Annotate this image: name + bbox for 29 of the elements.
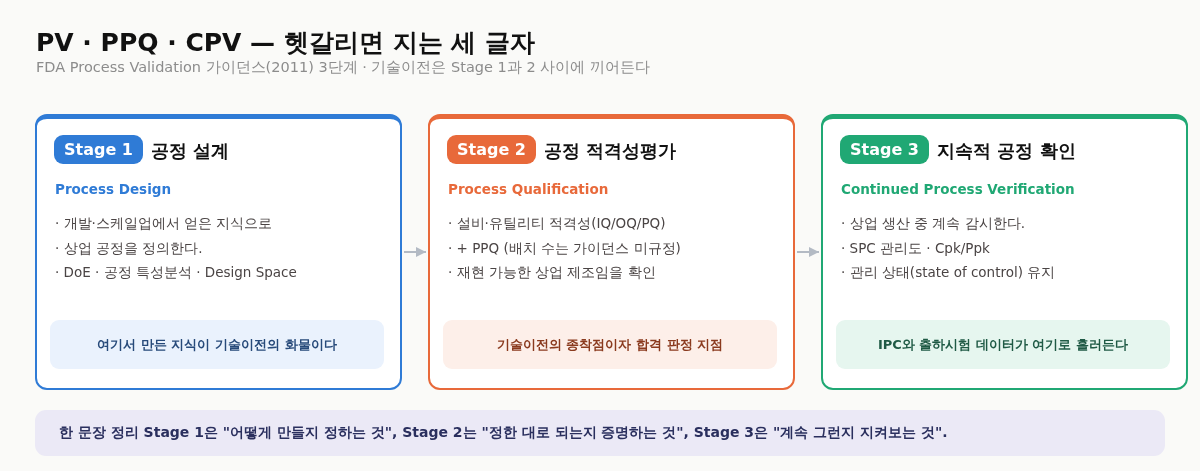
stage-badge: Stage 2	[447, 135, 536, 164]
bullet-item: · 상업 생산 중 계속 감시한다.	[841, 215, 1026, 233]
bullet-item: · 설비·유틸리티 적격성(IQ/OQ/PQ)	[448, 215, 666, 233]
stage-subtitle: Process Qualification	[448, 181, 609, 197]
stage-card	[35, 114, 402, 390]
note-box: 여기서 만든 지식이 기술이전의 화물이다	[50, 320, 384, 369]
stage-card	[428, 114, 795, 390]
bullet-item: · 개발·스케일업에서 얻은 지식으로	[55, 215, 273, 233]
bullet-item: · + PPQ (배치 수는 가이던스 미규정)	[448, 239, 681, 258]
stage-subtitle: Continued Process Verification	[841, 181, 1075, 197]
subtitle: FDA Process Validation 가이던스(2011) 3단계 · 기술이전은 Stage 1과 2 사이에 끼어든다	[36, 58, 650, 77]
bullet-item: · SPC 관리도 · Cpk/Ppk	[841, 239, 990, 258]
stage-heading: 공정 설계	[151, 139, 230, 163]
summary-bar: 한 문장 정리 Stage 1은 "어떻게 만들지 정하는 것", Stage 2는 "정한 대로 되는지 증명하는 것", Stage 3은 "계속 그런지 지켜보는 것".	[35, 410, 1165, 456]
stage-badge: Stage 1	[54, 135, 143, 164]
stage-subtitle: Process Design	[55, 181, 172, 197]
bullet-item: · 상업 공정을 정의한다.	[55, 239, 203, 258]
title: PV · PPQ · CPV — 헷갈리면 지는 세 글자	[36, 27, 535, 59]
bullet-item: · DoE · 공정 특성분석 · Design Space	[55, 264, 297, 282]
stage-heading: 공정 적격성평가	[544, 139, 677, 163]
bullet-item: · 관리 상태(state of control) 유지	[841, 264, 1056, 282]
note-box: 기술이전의 종착점이자 합격 판정 지점	[443, 320, 777, 369]
note-box: IPC와 출하시험 데이터가 여기로 흘러든다	[836, 320, 1170, 369]
stage-badge: Stage 3	[840, 135, 929, 164]
bullet-item: · 재현 가능한 상업 제조임을 확인	[448, 264, 656, 282]
arrow	[796, 247, 820, 257]
arrow	[403, 247, 427, 257]
stage-card	[821, 114, 1188, 390]
stage-heading: 지속적 공정 확인	[937, 139, 1076, 163]
